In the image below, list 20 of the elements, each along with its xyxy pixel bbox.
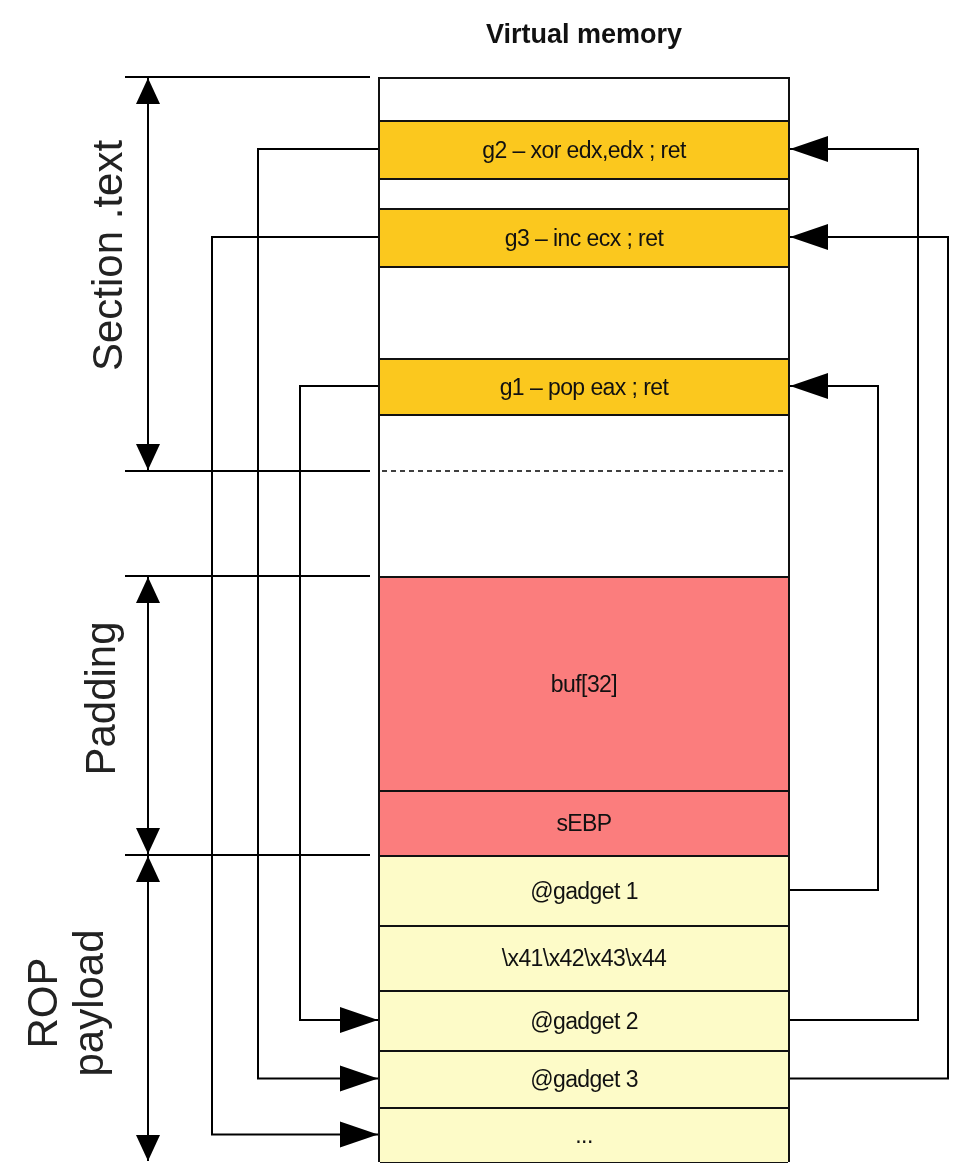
buffer-block: buf[32] bbox=[380, 576, 788, 792]
section-label: Section .text bbox=[82, 138, 132, 374]
gadget-instruction-block: g2 – xor edx,edx ; ret bbox=[380, 120, 788, 180]
payload-cell: ... bbox=[380, 1107, 788, 1163]
arrow bbox=[299, 385, 379, 1033]
section-label: ROP payload bbox=[20, 928, 112, 1079]
arrow bbox=[789, 373, 879, 891]
section-label: Padding bbox=[75, 620, 125, 778]
saved-ebp-block: sEBP bbox=[380, 790, 788, 857]
arrow bbox=[789, 224, 949, 1080]
arrow bbox=[211, 236, 379, 1148]
arrow bbox=[257, 148, 379, 1092]
column-title: Virtual memory bbox=[485, 18, 683, 51]
payload-cell: \x41\x42\x43\x44 bbox=[380, 925, 788, 992]
payload-cell: @gadget 3 bbox=[380, 1050, 788, 1109]
gadget-instruction-block: g3 – inc ecx ; ret bbox=[380, 208, 788, 268]
gadget-instruction-block: g1 – pop eax ; ret bbox=[380, 358, 788, 416]
arrow bbox=[789, 136, 919, 1021]
payload-cell: @gadget 1 bbox=[380, 855, 788, 927]
payload-cell: @gadget 2 bbox=[380, 990, 788, 1052]
